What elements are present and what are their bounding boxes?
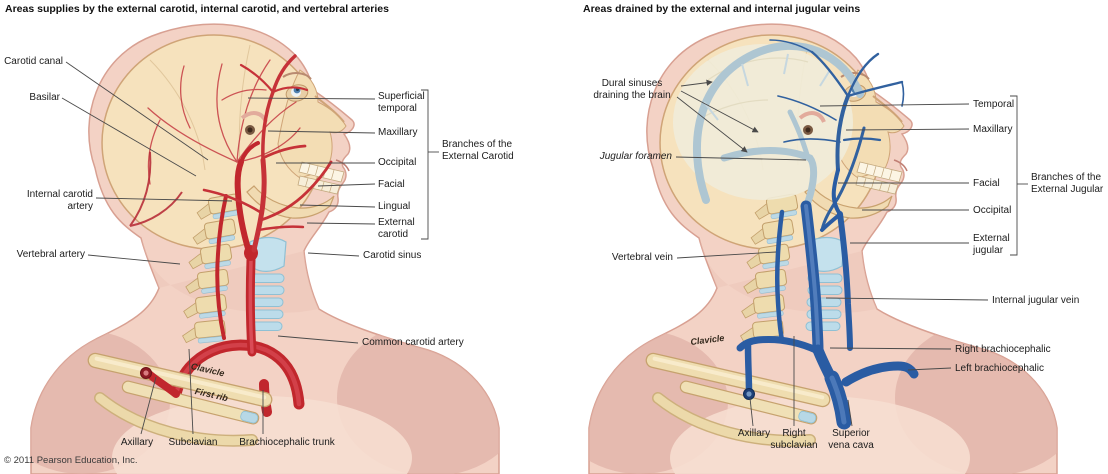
leader-internal-jugular [825, 297, 989, 301]
leader-common-carotid [277, 335, 359, 344]
label-temporal: Temporal [973, 99, 1015, 110]
neck-veins [736, 168, 919, 430]
label-axillary-right: Axillary [737, 428, 771, 439]
label-internal-jugular-vein: Internal jugular vein [992, 295, 1080, 306]
label-common-carotid-artery: Common carotid artery [362, 337, 464, 348]
label-jugular-foramen: Jugular foramen [599, 151, 672, 162]
leader-lines-right [675, 79, 1028, 427]
leader-carotid-canal [65, 61, 209, 161]
label-dural-sinuses: Dural sinuses draining the brain [593, 78, 671, 101]
label-branches-external-carotid: Branches of the External Carotid [442, 139, 514, 162]
leader-maxillary-right [845, 128, 970, 131]
label-vertebral-vein: Vertebral vein [611, 252, 673, 263]
label-facial-right: Facial [973, 178, 1000, 189]
label-internal-carotid-artery: Internal carotid artery [26, 189, 93, 212]
leader-maxillary [267, 130, 376, 134]
leader-temporal [819, 103, 970, 107]
label-facial-left: Facial [378, 179, 405, 190]
leader-subclavian [188, 348, 194, 435]
label-lingual: Lingual [378, 201, 411, 212]
label-carotid-sinus: Carotid sinus [363, 250, 422, 261]
leader-basilar [61, 97, 197, 177]
leader-carotid-sinus [307, 252, 360, 257]
bracket-external-jugular [1010, 95, 1018, 256]
label-branches-external-jugular: Branches of the External Jugular [1031, 172, 1104, 195]
label-superficial-temporal: Superficial temporal [378, 91, 425, 114]
leader-dural-sinus-3 [676, 96, 748, 153]
leader-right-brachiocephalic [829, 347, 952, 350]
label-maxillary-left: Maxillary [378, 127, 418, 138]
leader-internal-carotid [95, 197, 233, 202]
copyright-text: © 2011 Pearson Education, Inc. [4, 455, 138, 466]
neck-arteries [170, 54, 333, 417]
leader-vertebral-vein [676, 251, 777, 259]
label-subclavian: Subclavian [168, 437, 218, 448]
leader-vertebral-artery [87, 254, 181, 265]
leader-superficial-temporal [247, 97, 376, 100]
label-left-brachiocephalic: Left brachiocephalic [955, 363, 1044, 374]
bracket-external-carotid [421, 89, 429, 240]
leader-lines-left [61, 61, 439, 435]
label-maxillary-right: Maxillary [973, 124, 1013, 135]
leader-jugular-foramen [675, 156, 807, 161]
label-vertebral-artery: Vertebral artery [16, 249, 85, 260]
scalp-face-veins [769, 39, 905, 232]
label-brachiocephalic-trunk: Brachiocephalic trunk [239, 437, 335, 448]
leader-axillary [140, 376, 157, 435]
leader-left-brachiocephalic [907, 367, 952, 371]
label-right-subclavian: Right subclavian [770, 428, 818, 451]
leader-dural-sinus-1 [680, 79, 713, 87]
label-occipital-right: Occipital [973, 205, 1012, 216]
label-superior-vena-cava: Superior vena cava [828, 428, 874, 451]
leader-facial [317, 183, 376, 187]
leader-superior-vena-cava [847, 399, 853, 427]
label-external-carotid: External carotid [378, 217, 415, 240]
label-occipital-left: Occipital [378, 157, 417, 168]
label-axillary-left: Axillary [120, 437, 154, 448]
vein-figure [552, 24, 1085, 474]
dural-sinuses [692, 41, 864, 206]
label-carotid-canal: Carotid canal [4, 56, 63, 67]
leader-axillary-right [749, 397, 754, 427]
label-basilar: Basilar [29, 92, 60, 103]
label-external-jugular: External jugular [973, 233, 1010, 256]
artery-figure [0, 24, 527, 474]
leader-external-carotid [306, 222, 376, 225]
right-panel-title: Areas drained by the external and intern… [583, 3, 861, 15]
left-panel-title: Areas supplies by the external carotid, … [5, 3, 389, 15]
leader-dural-sinus-2 [680, 90, 759, 133]
label-right-brachiocephalic: Right brachiocephalic [955, 344, 1051, 355]
leader-lingual [299, 204, 376, 208]
